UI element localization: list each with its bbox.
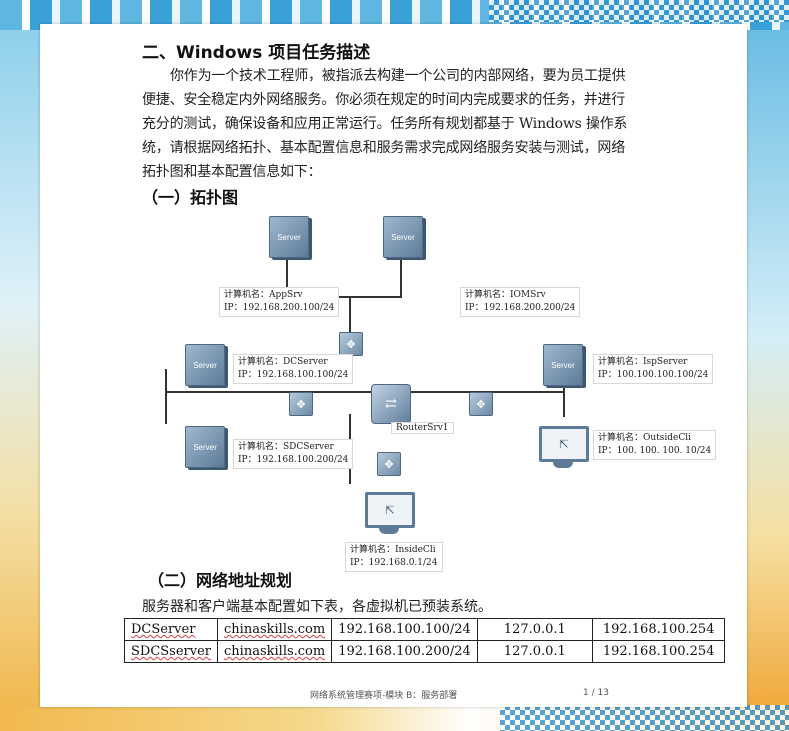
link-line: [563, 369, 565, 417]
link-line: [286, 296, 402, 298]
table-cell: 127.0.0.1: [476, 618, 593, 641]
topology-diagram: Server Server 计算机名：AppSrv IP：192.168.200…: [135, 214, 717, 572]
server-icon: Server: [185, 426, 225, 468]
switch-icon: ✥: [339, 332, 363, 356]
link-line: [286, 254, 288, 296]
switch-icon: ✥: [377, 452, 401, 476]
router-label: RouterSrv1: [391, 422, 454, 434]
server-icon: Server: [543, 344, 583, 386]
document-page: 二、Windows 项目任务描述 你作为一个技术工程师，被指派去构建一个公司的内…: [40, 24, 747, 707]
link-line: [400, 254, 402, 296]
table-cell: DCServer: [123, 618, 219, 641]
link-line: [165, 391, 563, 393]
node-label-insidecli: 计算机名：InsideCli IP：192.168.0.1/24: [345, 542, 443, 572]
server-icon: Server: [383, 216, 423, 258]
monitor-icon: ⇱: [365, 492, 415, 528]
monitor-icon: ⇱: [539, 426, 589, 462]
switch-icon: ✥: [289, 392, 313, 416]
node-label-iomsrv: 计算机名：IOMSrv IP：192.168.200.200/24: [460, 287, 581, 317]
router-icon: ⇄: [371, 384, 411, 424]
table-cell: SDCSserver: [123, 640, 219, 663]
table-row: DCServer chinaskills.com 192.168.100.100…: [123, 618, 726, 641]
config-table: DCServer chinaskills.com 192.168.100.100…: [123, 618, 726, 663]
table-cell: 192.168.100.100/24: [331, 618, 478, 641]
server-icon: Server: [185, 344, 225, 386]
table-cell: 192.168.100.200/24: [331, 640, 478, 663]
node-label-appsrv: 计算机名：AppSrv IP：192.168.200.100/24: [219, 287, 340, 317]
section-title: 二、Windows 项目任务描述: [142, 43, 371, 63]
table-cell: 192.168.100.254: [591, 618, 726, 641]
node-label-dcserver: 计算机名：DCServer IP：192.168.100.100/24: [233, 354, 354, 384]
decorative-checker-top: [489, 0, 789, 22]
topology-heading: （一）拓扑图: [142, 188, 239, 207]
table-cell: chinaskills.com: [217, 618, 333, 641]
node-label-outsidecli: 计算机名：OutsideCli IP：100. 100. 100. 10/24: [593, 430, 717, 460]
decorative-checker-bottom: [500, 705, 789, 731]
table-row: SDCSserver chinaskills.com 192.168.100.2…: [123, 640, 726, 663]
node-label-sdcserver: 计算机名：SDCServer IP：192.168.100.200/24: [233, 439, 354, 469]
table-cell: chinaskills.com: [217, 640, 333, 663]
link-line: [165, 369, 167, 424]
decorative-border-right: [747, 30, 789, 710]
address-note: 服务器和客户端基本配置如下表，各虚拟机已预装系统。: [142, 599, 492, 615]
table-cell: 127.0.0.1: [476, 640, 593, 663]
server-icon: Server: [269, 216, 309, 258]
table-cell: 192.168.100.254: [591, 640, 726, 663]
page-number: 1 / 13: [583, 688, 609, 698]
switch-icon: ✥: [469, 392, 493, 416]
page-footer: 网络系统管理赛项-模块 B：服务部署: [310, 691, 458, 701]
monitor-stand: [553, 460, 573, 468]
node-label-ispserver: 计算机名：IspServer IP：100.100.100.100/24: [593, 354, 714, 384]
address-heading: （二）网络地址规划: [148, 571, 293, 590]
monitor-stand: [379, 526, 399, 534]
intro-paragraph: 你作为一个技术工程师，被指派去构建一个公司的内部网络，要为员工提供便捷、安全稳定…: [142, 68, 628, 180]
decorative-border-left: [0, 30, 40, 710]
